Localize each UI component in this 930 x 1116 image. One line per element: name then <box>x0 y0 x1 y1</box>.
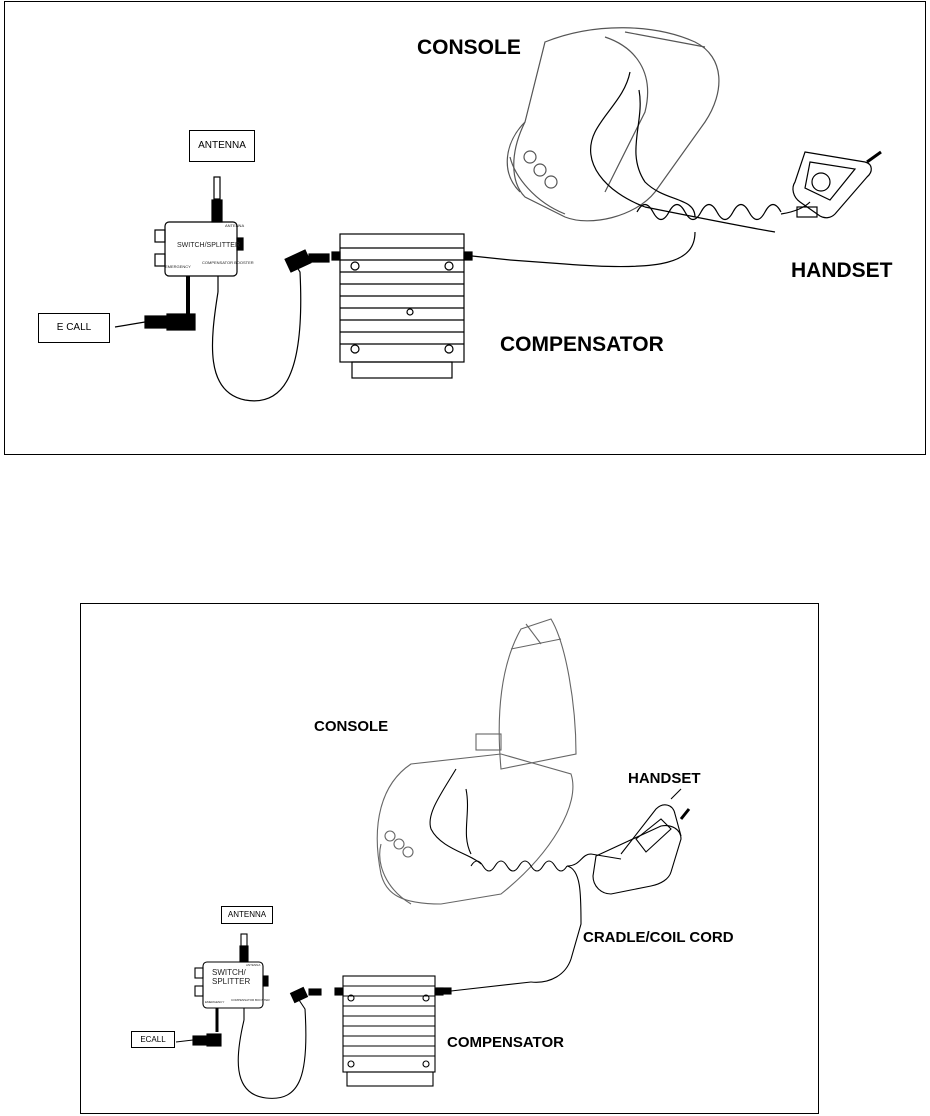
ecall-connector <box>175 1033 222 1047</box>
emergency-port-label: EMERGENCY <box>165 264 191 269</box>
installation-diagram-top <box>114 27 882 402</box>
switch-splitter-label-line2: SPLITTER <box>212 977 251 986</box>
switch-splitter-label: SWITCH/SPLITTER <box>177 242 241 249</box>
emergency-port-label: EMERGENCY <box>205 1000 225 1004</box>
compensator-label: COMPENSATOR <box>500 333 664 356</box>
compensator-drawing <box>334 975 452 1087</box>
compensator-handset-cable <box>450 981 532 992</box>
booster-port-label: COMPENSATOR BOOSTER <box>231 998 270 1002</box>
console-label: CONSOLE <box>314 718 389 735</box>
compensator-handset-cable <box>471 255 511 261</box>
compensator-label: COMPENSATOR <box>447 1034 564 1051</box>
coil-cord <box>509 71 811 268</box>
compensator-drawing <box>331 233 473 379</box>
console-drawing <box>376 618 577 905</box>
coil-cord <box>429 768 622 983</box>
installation-diagram-bottom <box>175 618 691 1099</box>
handset-label: HANDSET <box>791 259 893 282</box>
splitter-compensator-cable <box>237 999 307 1099</box>
splitter-compensator-cable <box>211 263 302 402</box>
switch-splitter-label-line1: SWITCH/ <box>212 968 246 977</box>
switch-splitter-drawing <box>194 933 269 1032</box>
console-drawing <box>506 27 720 222</box>
console-label: CONSOLE <box>417 36 521 59</box>
ecall-label-box: ECALL <box>131 1031 175 1048</box>
cellular-port-label: ANTENNA <box>246 963 261 967</box>
diagram-panel-bottom: CONSOLE HANDSET CRADLE/COIL CORD COMPENS… <box>80 603 819 1114</box>
ecall-label-box: E CALL <box>38 313 110 343</box>
cradle-coil-cord-label: CRADLE/COIL CORD <box>583 929 734 946</box>
antenna-label-box: ANTENNA <box>221 906 273 924</box>
handset-drawing <box>592 788 691 895</box>
cellular-port-label: ANTENNA <box>225 223 245 228</box>
booster-port-label: COMPENSATOR BOOSTER <box>202 260 254 265</box>
diagram-panel-top: CONSOLE HANDSET COMPENSATOR ANTENNA E CA… <box>4 1 926 455</box>
handset-drawing <box>792 150 882 219</box>
antenna-label-box: ANTENNA <box>189 130 255 162</box>
ecall-connector <box>114 313 196 331</box>
switch-splitter-drawing <box>154 176 244 314</box>
handset-label: HANDSET <box>628 770 701 787</box>
